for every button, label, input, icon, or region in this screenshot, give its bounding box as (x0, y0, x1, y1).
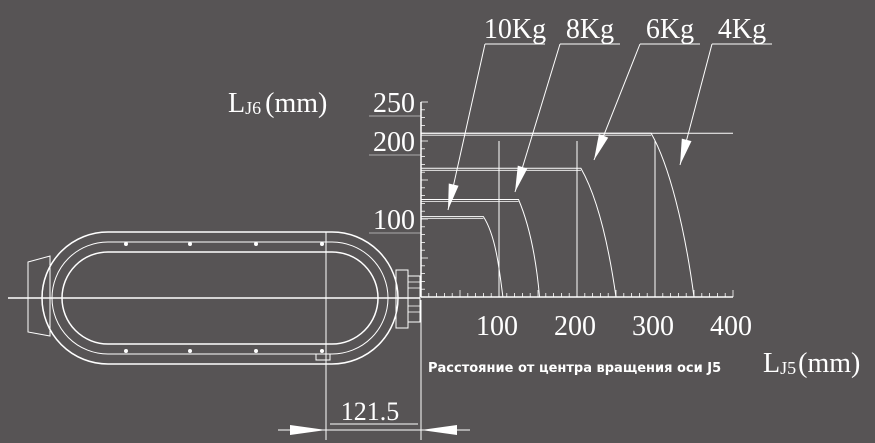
y-tick-label: 250 (373, 88, 415, 119)
arm-flange-tool (407, 275, 421, 323)
y-tick-label: 100 (373, 205, 415, 236)
load-label-8Kg: 8Kg (566, 14, 614, 45)
arm-screws (124, 242, 324, 353)
x-axis-label: LJ5(mm) (763, 348, 860, 379)
load-label-6Kg: 6Kg (646, 14, 694, 45)
leader-arrow-10Kg (448, 183, 459, 210)
series-curve-4Kg (421, 132, 695, 298)
x-axis-caption: Расстояние от центра вращения оси J5 (428, 361, 721, 376)
offset-value: 121.5 (341, 397, 400, 426)
arm-base-block (27, 255, 51, 337)
load-label-4Kg: 4Kg (718, 14, 766, 45)
arm-flange-ticks (408, 281, 420, 313)
arm-outer-outline (41, 231, 399, 365)
series-curve-10Kg (421, 216, 504, 298)
arm-inner-outline-1 (51, 241, 389, 355)
robot-arm-drawing (8, 231, 421, 440)
y-tick-label: 200 (373, 127, 415, 158)
x-tick-label: 200 (554, 311, 596, 342)
load-label-10Kg: 10Kg (484, 14, 546, 45)
dim-arrow-right (421, 425, 457, 435)
x-tick-label: 100 (476, 311, 518, 342)
series-curve-6Kg (421, 167, 617, 298)
offset-dimension (278, 300, 470, 440)
dim-arrow-left (290, 425, 326, 435)
series-curve-8Kg (421, 199, 541, 298)
x-tick-label: 300 (632, 311, 674, 342)
leader-arrow-4Kg (680, 138, 692, 165)
arm-foot (315, 353, 331, 361)
arm-inner-outline-2 (61, 251, 379, 345)
x-tick-label: 400 (710, 311, 752, 342)
leader-line-10Kg (447, 43, 486, 211)
load-chart: 250 200 100 100 200 300 400 10Kg 8Kg 6Kg 4Kg (369, 14, 772, 342)
leader-arrow-6Kg (594, 133, 609, 160)
y-axis-label: LJ6(mm) (228, 88, 327, 119)
leader-arrow-8Kg (515, 165, 528, 192)
